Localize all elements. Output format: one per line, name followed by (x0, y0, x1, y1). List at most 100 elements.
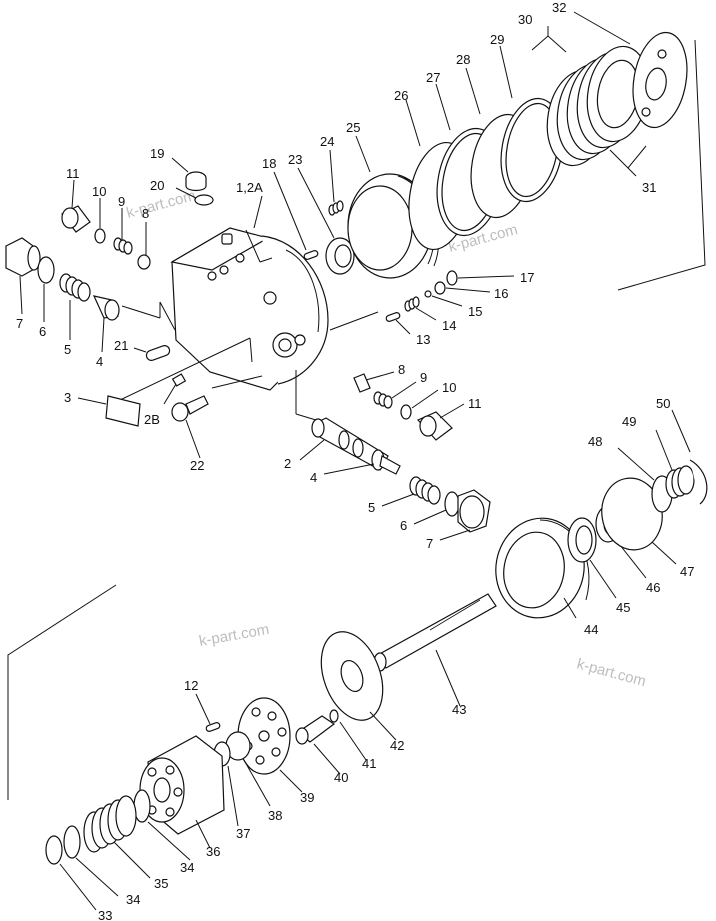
callout: 36 (206, 844, 220, 859)
callout: 22 (190, 458, 204, 473)
callout: 40 (334, 770, 348, 785)
callout: 28 (456, 52, 470, 67)
part-21-pin (133, 345, 171, 361)
callout: 5 (64, 342, 71, 357)
callout: 34 (180, 860, 194, 875)
valve-body (170, 227, 329, 391)
part-19-cap (171, 157, 207, 192)
callout: 6 (400, 518, 407, 533)
callout: 35 (154, 876, 168, 891)
watermark: k-part.com (198, 621, 271, 650)
part-41-pin (329, 709, 367, 761)
callout: 38 (268, 808, 282, 823)
callout: 44 (584, 622, 598, 637)
callout: 15 (468, 304, 482, 319)
part-13-pin (385, 312, 411, 335)
callout: 20 (150, 178, 164, 193)
callout: 45 (616, 600, 630, 615)
part-14-spring (404, 296, 437, 321)
part-12-pin (195, 693, 221, 732)
callout: 43 (452, 702, 466, 717)
callout: 7 (16, 316, 23, 331)
callout: 23 (288, 152, 302, 167)
callout: 19 (150, 146, 164, 161)
part-22-bolt (171, 395, 209, 459)
callout: 30 (518, 12, 532, 27)
part-16-seat (434, 281, 491, 295)
part-20-oring (175, 187, 214, 206)
callout: 7 (426, 536, 433, 551)
part-15-ball (424, 290, 463, 307)
callout: 34 (126, 892, 140, 907)
part-9-spring-right (373, 381, 417, 409)
part-17-plug (446, 270, 515, 286)
part-5-spring-left (59, 273, 91, 340)
part-2B-plug (163, 373, 187, 405)
callout: 11 (468, 396, 482, 411)
callout: 32 (552, 0, 566, 15)
part-11-check-valve-right (417, 403, 465, 441)
callout: 24 (320, 134, 334, 149)
callout: 47 (680, 564, 694, 579)
part-36-cylinder-block (139, 735, 225, 849)
callout: 9 (118, 194, 125, 209)
leader-lines (119, 195, 379, 421)
part-6-oring-left (37, 256, 55, 322)
part-10-oring (94, 228, 106, 244)
callout: 9 (420, 370, 427, 385)
part-49-spring (655, 429, 695, 499)
part-43-shaft (373, 593, 497, 707)
callout: 49 (622, 414, 636, 429)
callout: 10 (92, 184, 106, 199)
part-9-spring (113, 208, 133, 255)
part-4-poppet-left (92, 295, 120, 353)
callout: 4 (310, 470, 317, 485)
part-30-31-disc-stack (531, 26, 650, 177)
part-45-bearing (567, 517, 617, 599)
callout: 8 (398, 362, 405, 377)
part-3-nameplate (105, 395, 141, 427)
callout: 10 (442, 380, 456, 395)
callout: 3 (64, 390, 71, 405)
watermark: k-part.com (575, 655, 648, 690)
part-7-plug-right (439, 489, 491, 541)
part-4-poppet-right (323, 449, 401, 475)
callout: 17 (520, 270, 534, 285)
callout: 27 (426, 70, 440, 85)
callout: 31 (642, 180, 656, 195)
part-44-housing (495, 517, 590, 619)
callout: 46 (646, 580, 660, 595)
part-35-spring (83, 795, 151, 879)
callout: 21 (114, 338, 128, 353)
part-8-poppet-right (353, 371, 395, 393)
callout: 39 (300, 790, 314, 805)
part-23-bearing (297, 167, 355, 275)
part-8-poppet (137, 222, 151, 270)
part-7-plug-left (5, 237, 41, 315)
callout: 18 (262, 156, 276, 171)
part-11-check-valve (61, 179, 91, 233)
callout: 26 (394, 88, 408, 103)
callout: 42 (390, 738, 404, 753)
part-5-spring-right (381, 476, 441, 507)
callout: 12 (184, 678, 198, 693)
frame-lines (7, 39, 706, 800)
callout: 50 (656, 396, 670, 411)
callout: 2 (284, 456, 291, 471)
part-24-spring (328, 149, 344, 216)
part-34-washer-2 (63, 825, 81, 859)
callout: 25 (346, 120, 360, 135)
part-50-retainer (671, 409, 708, 505)
callout: 4 (96, 354, 103, 369)
callout: 16 (494, 286, 508, 301)
part-2-spool (299, 417, 389, 471)
callout: 48 (588, 434, 602, 449)
callout: 37 (236, 826, 250, 841)
callout: 33 (98, 908, 112, 921)
part-42-thrust-plate (320, 631, 397, 741)
part-10-oring-right (400, 404, 412, 420)
part-18-pin (273, 171, 319, 260)
callout-labels: 1,2A 2 2B 3 4 4 5 5 6 6 7 7 8 8 9 9 10 1… (16, 0, 694, 921)
callout: 1,2A (236, 180, 263, 195)
